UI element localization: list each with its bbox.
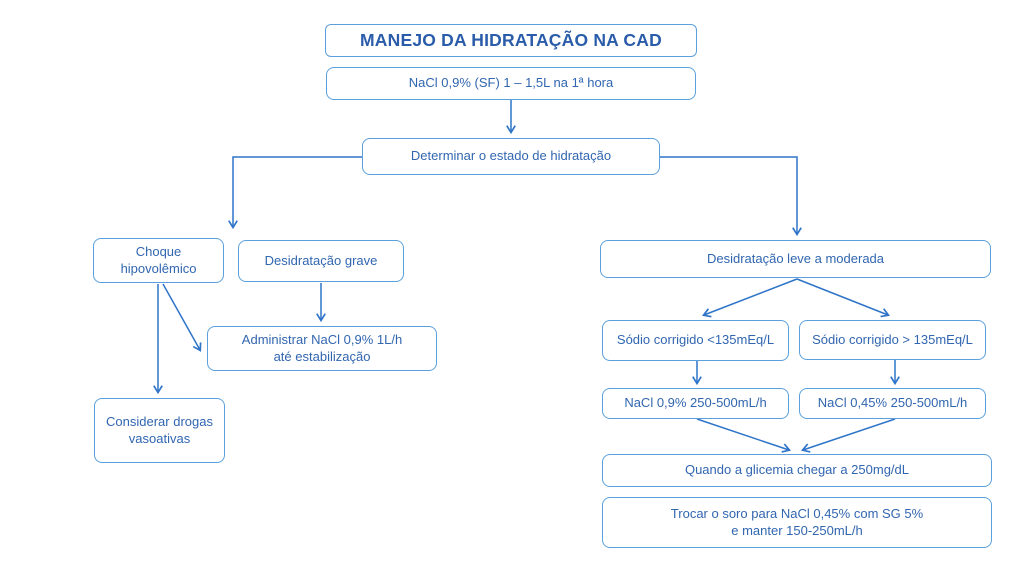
node-switch-fluids-line1: Trocar o soro para NaCl 0,45% com SG 5% xyxy=(670,505,924,521)
node-glycemia-250: Quando a glicemia chegar a 250mg/dL xyxy=(602,454,992,487)
node-sodium-high: Sódio corrigido > 135mEq/L xyxy=(799,320,986,360)
node-vasoactive-drugs-line1: Considerar drogas xyxy=(106,413,213,429)
arrow-determine-to-left-branch xyxy=(228,156,362,230)
node-severe-dehydration: Desidratação grave xyxy=(238,240,404,282)
node-nacl-045: NaCl 0,45% 250-500mL/h xyxy=(799,388,986,419)
node-switch-fluids-line2: e manter 150-250mL/h xyxy=(731,522,863,538)
node-first-hour-saline: NaCl 0,9% (SF) 1 – 1,5L na 1ª hora xyxy=(326,67,696,100)
node-determine-hydration: Determinar o estado de hidratação xyxy=(362,138,660,175)
node-mild-moderate-dehydration-label: Desidratação leve a moderada xyxy=(706,250,885,266)
arrow-nacl045-to-glicemia xyxy=(800,418,896,453)
node-nacl-09: NaCl 0,9% 250-500mL/h xyxy=(602,388,789,419)
node-administer-saline: Administrar NaCl 0,9% 1L/h até estabiliz… xyxy=(207,326,437,371)
node-sodium-high-label: Sódio corrigido > 135mEq/L xyxy=(812,331,973,347)
node-sodium-low-label: Sódio corrigido <135mEq/L xyxy=(616,332,775,348)
node-administer-saline-line2: até estabilização xyxy=(273,348,371,364)
node-administer-saline-line1: Administrar NaCl 0,9% 1L/h xyxy=(241,331,403,347)
flowchart-title: MANEJO DA HIDRATAÇÃO NA CAD xyxy=(325,24,697,57)
node-nacl-09-label: NaCl 0,9% 250-500mL/h xyxy=(624,395,767,411)
node-hypovolemic-shock-line1: Choque xyxy=(135,243,182,259)
node-switch-fluids: Trocar o soro para NaCl 0,45% com SG 5% … xyxy=(602,497,992,548)
flowchart-title-text: MANEJO DA HIDRATAÇÃO NA CAD xyxy=(360,30,662,51)
node-nacl-045-label: NaCl 0,45% 250-500mL/h xyxy=(817,395,968,411)
node-determine-hydration-label: Determinar o estado de hidratação xyxy=(410,148,612,164)
arrow-leve-to-sodio-baixo xyxy=(702,278,798,318)
arrow-leve-to-sodio-alto xyxy=(796,278,890,318)
node-sodium-low: Sódio corrigido <135mEq/L xyxy=(602,320,789,361)
node-vasoactive-drugs-line2: vasoativas xyxy=(128,430,191,446)
node-mild-moderate-dehydration: Desidratação leve a moderada xyxy=(600,240,991,278)
node-hypovolemic-shock-line2: hipovolêmico xyxy=(120,260,197,276)
arrow-nacl09-to-glicemia xyxy=(696,418,792,453)
node-severe-dehydration-label: Desidratação grave xyxy=(264,252,378,268)
node-first-hour-saline-label: NaCl 0,9% (SF) 1 – 1,5L na 1ª hora xyxy=(408,75,614,91)
arrow-determine-to-right-branch xyxy=(660,156,802,237)
node-glycemia-250-label: Quando a glicemia chegar a 250mg/dL xyxy=(684,462,910,478)
node-vasoactive-drugs: Considerar drogas vasoativas xyxy=(94,398,225,463)
node-hypovolemic-shock: Choque hipovolêmico xyxy=(93,238,224,283)
arrow-choque-to-administrar xyxy=(162,283,202,352)
